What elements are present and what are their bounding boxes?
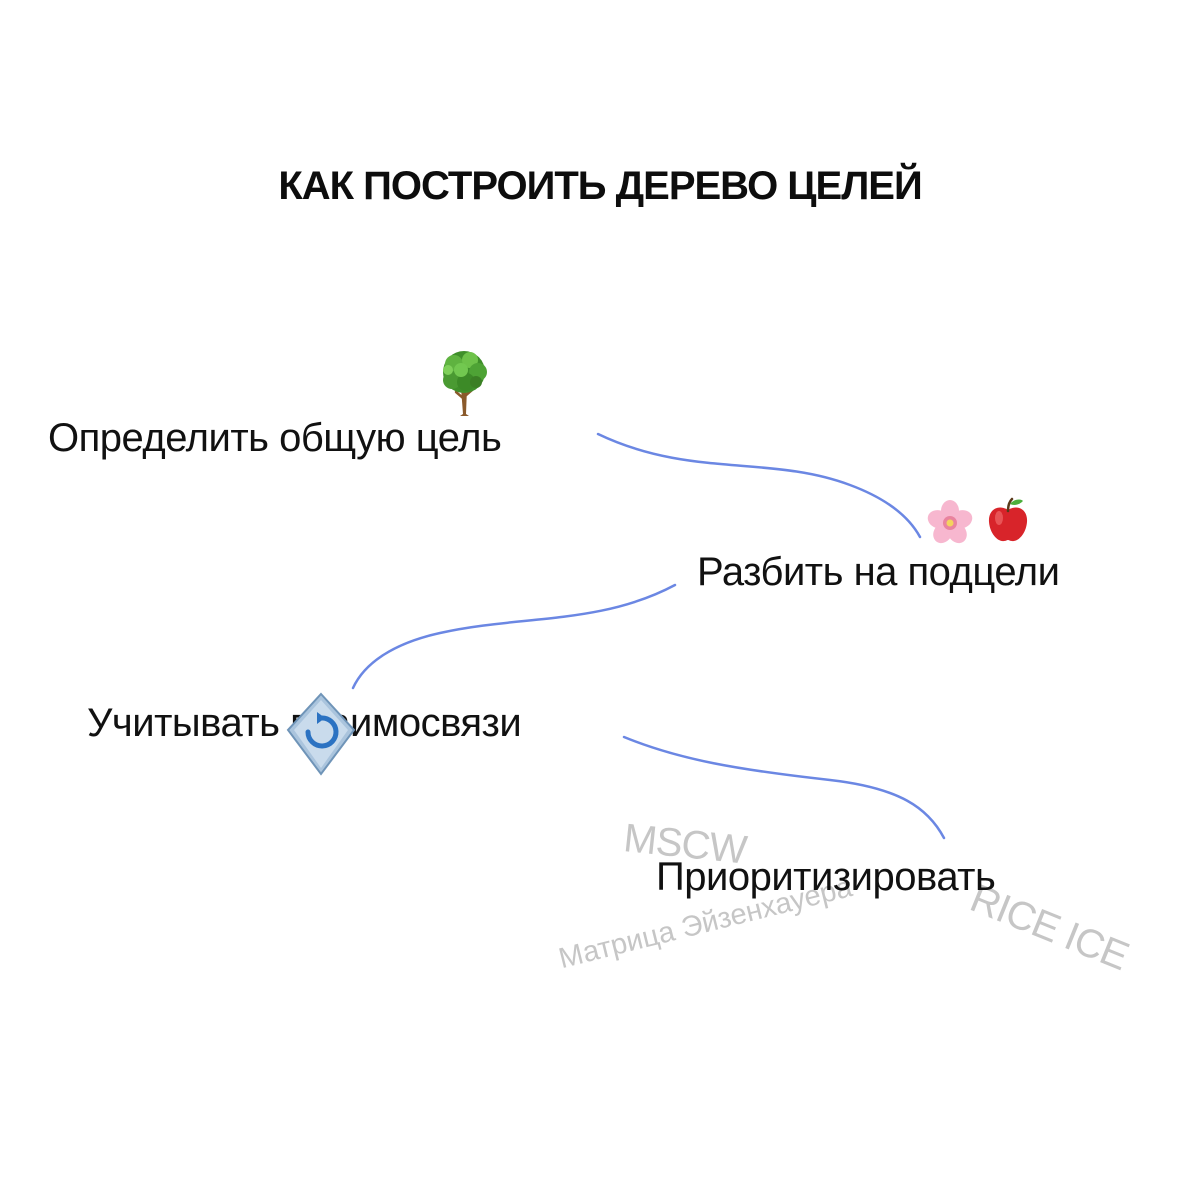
page-title: КАК ПОСТРОИТЬ ДЕРЕВО ЦЕЛЕЙ	[278, 164, 922, 208]
connector-2-3	[351, 583, 677, 690]
deciduous-tree-icon	[443, 351, 487, 416]
red-apple-icon	[988, 497, 1028, 542]
step-prioritize: Приоритизировать	[656, 855, 996, 899]
step-split-subgoals: Разбить на подцели	[697, 550, 1060, 594]
cherry-blossom-icon	[927, 500, 973, 544]
connector-1-2	[596, 432, 922, 539]
step-define-goal: Определить общую цель	[48, 416, 502, 460]
recycle-arrows-icon	[286, 692, 356, 776]
connector-3-4	[622, 735, 946, 840]
